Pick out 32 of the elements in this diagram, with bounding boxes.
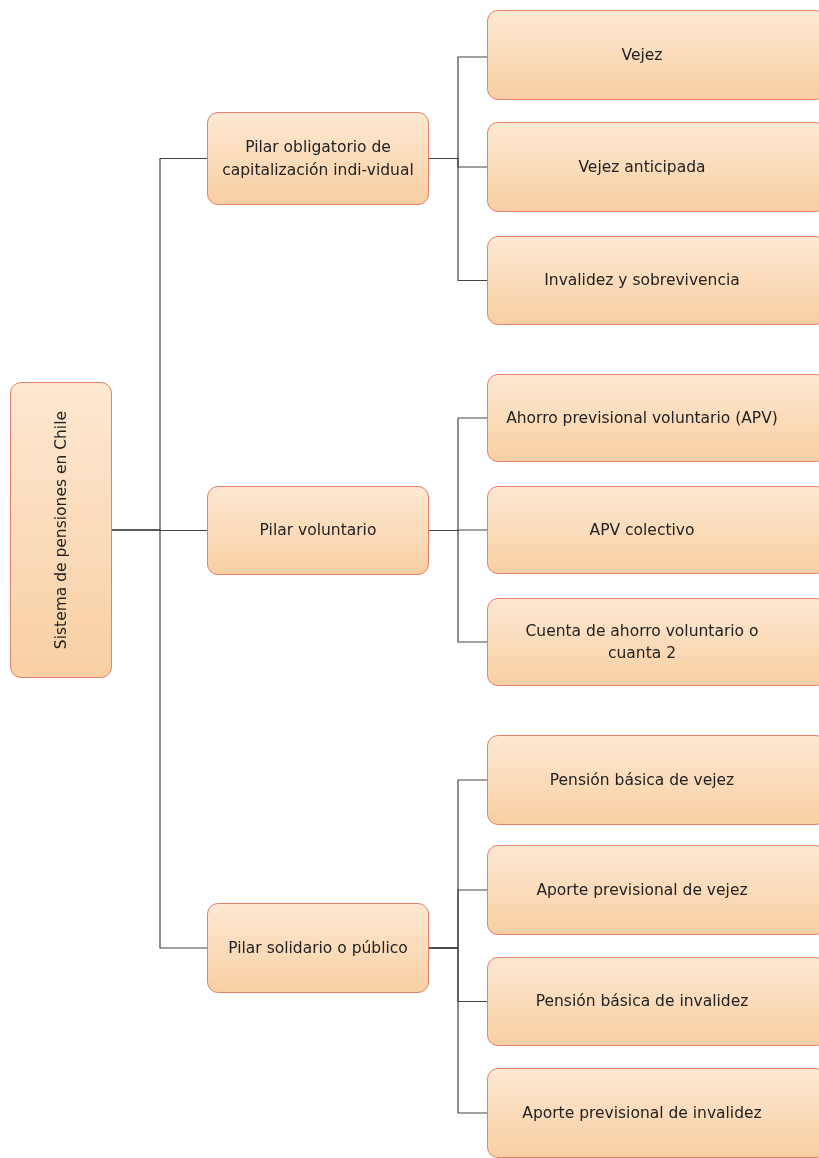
category-box bbox=[207, 486, 429, 575]
item-box bbox=[487, 122, 819, 212]
node-label: Ahorro previsional voluntario (APV) bbox=[506, 407, 778, 429]
node-label: Pilar obligatorio de capitalización indi-vidual bbox=[221, 137, 415, 181]
node-label: Pensión básica de vejez bbox=[549, 769, 735, 791]
item-box bbox=[487, 598, 819, 686]
item-box bbox=[487, 10, 819, 100]
node-label: Aporte previsional de invalidez bbox=[522, 1102, 762, 1124]
node-label: Vejez bbox=[621, 44, 663, 66]
category-box bbox=[207, 112, 429, 205]
node-label: Invalidez y sobrevivencia bbox=[544, 270, 740, 292]
item-box bbox=[487, 236, 819, 325]
node-label: Aporte previsional de vejez bbox=[536, 879, 748, 901]
connector-line bbox=[111, 529, 208, 949]
node-label: APV colectivo bbox=[589, 519, 695, 541]
connector-line bbox=[428, 529, 488, 643]
node-label: Pilar solidario o público bbox=[228, 937, 408, 959]
connector-line bbox=[428, 947, 488, 1114]
item-box bbox=[487, 486, 819, 574]
category-box bbox=[207, 903, 429, 993]
node-label: Vejez anticipada bbox=[578, 156, 706, 178]
item-box bbox=[487, 957, 819, 1046]
item-box bbox=[487, 1068, 819, 1158]
node-label: Cuenta de ahorro voluntario o cuanta 2 bbox=[524, 620, 760, 664]
item-box bbox=[487, 374, 819, 462]
node-label: Pensión básica de invalidez bbox=[535, 991, 749, 1013]
node-label: Pilar voluntario bbox=[259, 520, 377, 542]
item-box bbox=[487, 735, 819, 825]
root-box bbox=[10, 382, 112, 678]
node-label: Sistema de pensiones en Chile bbox=[50, 410, 71, 650]
connector-line bbox=[428, 157, 488, 282]
item-box bbox=[487, 845, 819, 935]
